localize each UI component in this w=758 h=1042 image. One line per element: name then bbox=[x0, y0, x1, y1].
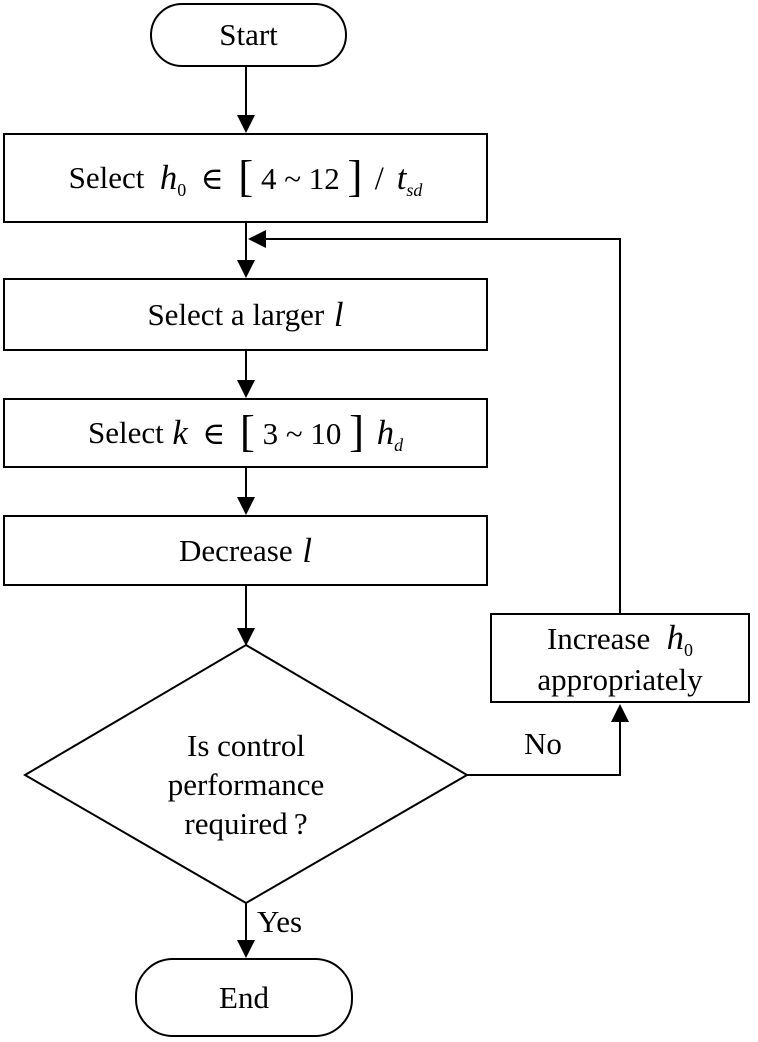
start-label: Start bbox=[219, 17, 278, 52]
terminal-end: End bbox=[135, 958, 353, 1037]
decision-label: Is control performance required ? bbox=[106, 726, 386, 843]
select-h0-denominator-var: t bbox=[396, 158, 407, 197]
arrowhead-into-increase-h0 bbox=[611, 704, 629, 722]
process-select-k: Select k ∈ [ 3 ~ 10 ] hd bbox=[3, 398, 488, 468]
increase-h0-formula: h0 bbox=[666, 617, 693, 659]
decision-line1: Is control bbox=[187, 728, 305, 763]
select-h0-var: h bbox=[159, 158, 178, 197]
increase-h0-prefix: Increase bbox=[546, 620, 651, 656]
select-l-prefix: Select a larger bbox=[147, 296, 325, 332]
close-bracket: ] bbox=[347, 150, 363, 201]
decrease-l-prefix: Decrease bbox=[179, 532, 293, 568]
select-k-var: k bbox=[172, 413, 188, 452]
select-k-prefix: Select bbox=[87, 415, 164, 450]
increase-h0-line2: appropriately bbox=[537, 661, 703, 697]
select-k-factor-subscript: d bbox=[394, 435, 404, 456]
arrowhead-into-select-k bbox=[237, 380, 255, 398]
process-decrease-l: Decrease l bbox=[3, 515, 488, 586]
select-h0-range: 4 ~ 12 bbox=[260, 161, 340, 196]
close-bracket: ] bbox=[349, 405, 365, 456]
decrease-l-var: l bbox=[302, 530, 312, 570]
select-h0-var-subscript: 0 bbox=[177, 180, 187, 201]
select-h0-denominator-subscript: sd bbox=[406, 180, 423, 201]
process-increase-h0: Increase h0 appropriately bbox=[490, 613, 750, 703]
increase-h0-line1: Increase h0 bbox=[547, 617, 693, 659]
select-l-var: l bbox=[333, 294, 344, 334]
process-select-larger-l: Select a larger l bbox=[3, 278, 488, 351]
arrowhead-into-decision bbox=[237, 628, 255, 646]
increase-h0-var-subscript: 0 bbox=[684, 639, 693, 660]
arrowhead-feedback-merge bbox=[248, 230, 266, 248]
open-bracket: [ bbox=[239, 405, 255, 456]
arrowhead-into-end bbox=[237, 940, 255, 958]
end-label: End bbox=[219, 979, 269, 1015]
process-select-h0: Select h0 ∈ [ 4 ~ 12 ] / tsd bbox=[3, 133, 488, 223]
select-h0-prefix: Select bbox=[68, 160, 145, 195]
decision-line2: performance bbox=[167, 767, 325, 802]
arrowhead-into-select-l bbox=[237, 260, 255, 278]
terminal-start: Start bbox=[150, 3, 347, 67]
edge-label-yes: Yes bbox=[257, 904, 303, 939]
decision-line3: required ? bbox=[184, 806, 308, 841]
open-bracket: [ bbox=[238, 150, 254, 201]
element-of-symbol: ∈ bbox=[202, 416, 226, 451]
element-of-symbol: ∈ bbox=[200, 161, 224, 196]
divide-slash: / bbox=[374, 161, 384, 197]
select-k-range: 3 ~ 10 bbox=[262, 416, 342, 451]
select-h0-formula: h0 ∈ [ 4 ~ 12 ] / tsd bbox=[159, 153, 423, 201]
increase-h0-var: h bbox=[666, 617, 685, 657]
arrowhead-into-decrease-l bbox=[237, 497, 255, 515]
select-k-factor-var: h bbox=[376, 413, 395, 452]
arrowhead-into-select-h0 bbox=[237, 115, 255, 133]
edge-label-no: No bbox=[524, 726, 562, 761]
select-k-formula: k ∈ [ 3 ~ 10 ] hd bbox=[172, 408, 404, 456]
